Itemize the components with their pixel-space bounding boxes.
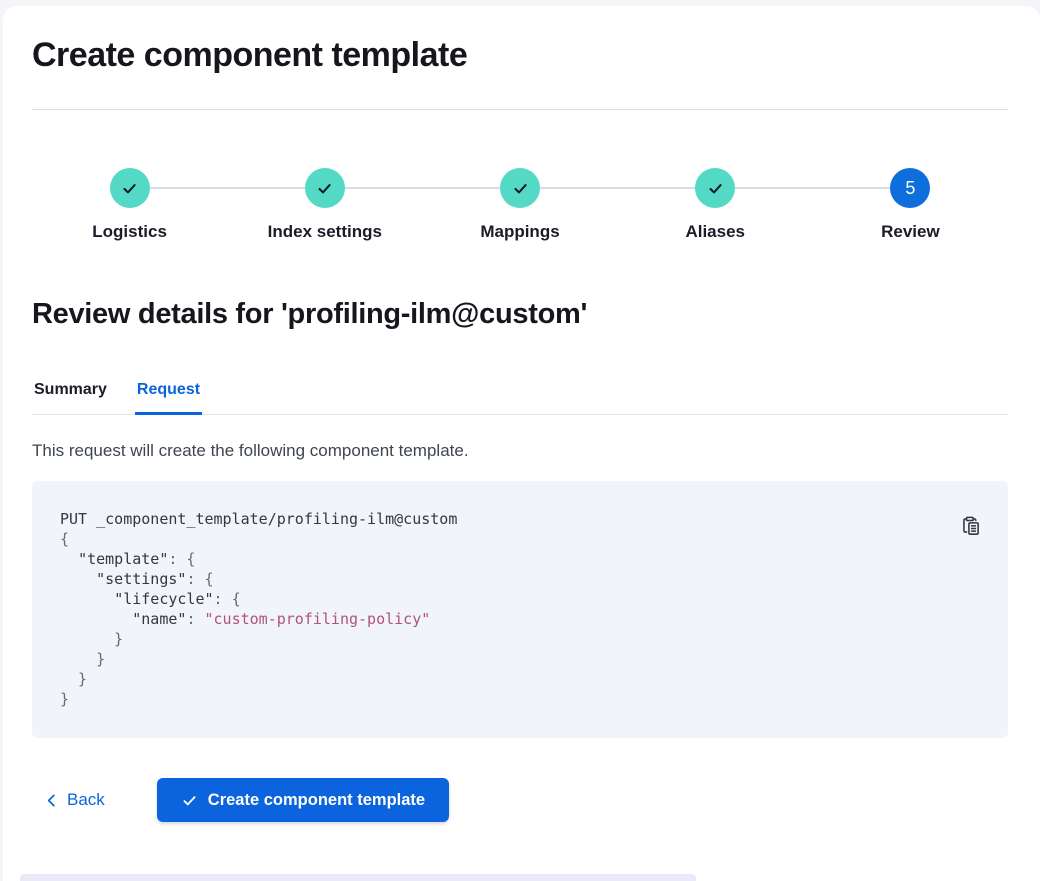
step-label: Logistics (92, 222, 167, 241)
code-line: "settings": { (96, 570, 214, 588)
step-check-icon (304, 168, 345, 208)
step-index-settings[interactable]: Index settings (227, 168, 423, 242)
code-line: "template": { (78, 550, 196, 568)
bottom-edge-strip (20, 874, 696, 881)
copy-clipboard-icon (960, 515, 981, 539)
code-line: { (60, 530, 70, 548)
step-check-icon (500, 168, 541, 208)
check-icon (181, 792, 198, 809)
tab-summary[interactable]: Summary (34, 381, 107, 398)
code-line: } (60, 690, 70, 708)
code-line: "name": "custom-profiling-policy" (132, 610, 431, 628)
step-connector (32, 187, 110, 189)
step-check-icon (109, 168, 150, 208)
header-divider (32, 109, 1008, 110)
step-mappings[interactable]: Mappings (422, 168, 618, 242)
code-line: PUT _component_template/profiling-ilm@cu… (60, 510, 458, 528)
code-line: } (60, 650, 106, 668)
step-connector (344, 187, 423, 189)
step-connector (812, 187, 891, 189)
code-line: } (60, 630, 124, 648)
review-heading: Review details for 'profiling-ilm@custom… (32, 298, 588, 330)
step-connector (735, 187, 813, 189)
create-component-template-panel: Create component template Logistics Index… (3, 6, 1040, 881)
footer-actions: Back Create component template (32, 778, 1008, 822)
page-title: Create component template (32, 36, 468, 74)
request-description: This request will create the following c… (32, 441, 469, 460)
code-line: "lifecycle": { (114, 590, 241, 608)
step-logistics[interactable]: Logistics (32, 168, 228, 242)
step-connector (930, 187, 1008, 189)
step-label: Mappings (480, 222, 560, 241)
step-check-icon (695, 168, 736, 208)
step-label: Index settings (267, 222, 382, 241)
create-component-template-button[interactable]: Create component template (156, 778, 450, 822)
tab-request[interactable]: Request (134, 381, 203, 415)
step-connector (540, 187, 618, 189)
step-number: 5 (890, 168, 931, 208)
back-button[interactable]: Back (32, 778, 117, 822)
step-aliases[interactable]: Aliases (617, 168, 813, 242)
step-connector (227, 187, 305, 189)
step-connector (617, 187, 696, 189)
back-button-label: Back (67, 790, 105, 809)
chevron-left-icon (44, 793, 59, 808)
create-button-label: Create component template (207, 790, 426, 809)
step-label: Review (881, 222, 940, 241)
tab-bar: Summary Request (32, 381, 1008, 415)
copy-button[interactable] (958, 515, 982, 539)
step-connector (149, 187, 228, 189)
step-connector (422, 187, 501, 189)
code-lines: PUT _component_template/profiling-ilm@cu… (60, 509, 980, 709)
code-line: } (60, 670, 88, 688)
step-label: Aliases (685, 222, 745, 241)
request-code-block: PUT _component_template/profiling-ilm@cu… (32, 481, 1008, 738)
